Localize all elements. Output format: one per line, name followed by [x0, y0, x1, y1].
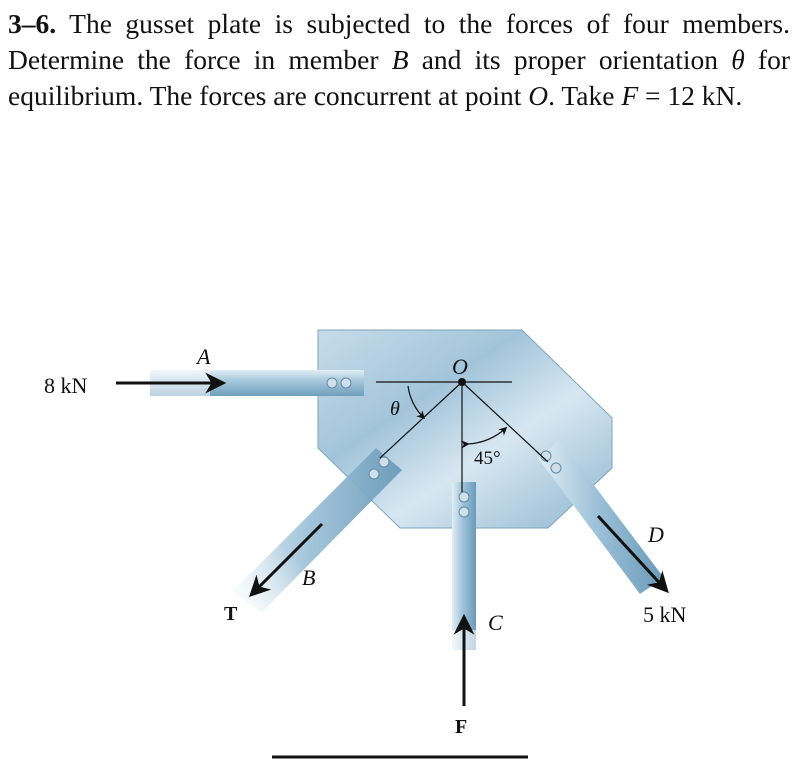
label-D: D	[647, 522, 664, 547]
label-A: A	[195, 344, 211, 369]
bolt	[326, 377, 338, 389]
member-symbol: B	[391, 44, 409, 75]
problem-number: 3–6.	[8, 8, 57, 39]
force-A-label: 8 kN	[44, 373, 88, 398]
problem-text-5: = 12 kN.	[638, 80, 743, 111]
bolt	[550, 462, 562, 474]
label-C: C	[488, 610, 503, 635]
angle-45-arc	[461, 426, 508, 449]
label-B: B	[302, 565, 315, 590]
theta-symbol: θ	[731, 44, 745, 75]
label-45-degrees: 45°	[474, 448, 501, 469]
force-D-arrow	[596, 514, 669, 594]
label-F: F	[455, 716, 467, 738]
label-O: O	[452, 354, 468, 379]
problem-text-1: The gusset plate is subjected to the for…	[8, 8, 790, 75]
member-A	[150, 370, 364, 396]
problem-text-4: . Take	[548, 80, 622, 111]
point-symbol: O	[528, 80, 549, 111]
label-theta: θ	[390, 398, 400, 420]
member-D-line	[461, 381, 549, 463]
force-D-label: 5 kN	[643, 602, 687, 627]
label-T: T	[224, 603, 238, 625]
member-B-line	[379, 381, 463, 459]
bolt	[458, 491, 470, 503]
bolt	[458, 506, 470, 518]
force-symbol: F	[621, 80, 639, 111]
force-T-arrow	[249, 522, 324, 597]
bolt	[378, 456, 390, 468]
point-O	[458, 378, 466, 386]
theta-arc	[407, 385, 426, 420]
problem-text-2: and its proper orientation	[408, 44, 732, 75]
bolt	[340, 377, 352, 389]
problem-text-3: for equilibrium. The forces are concurre…	[8, 44, 790, 111]
problem-statement: 3–6. The gusset plate is subjected to th…	[8, 6, 790, 114]
bolt	[368, 468, 380, 480]
